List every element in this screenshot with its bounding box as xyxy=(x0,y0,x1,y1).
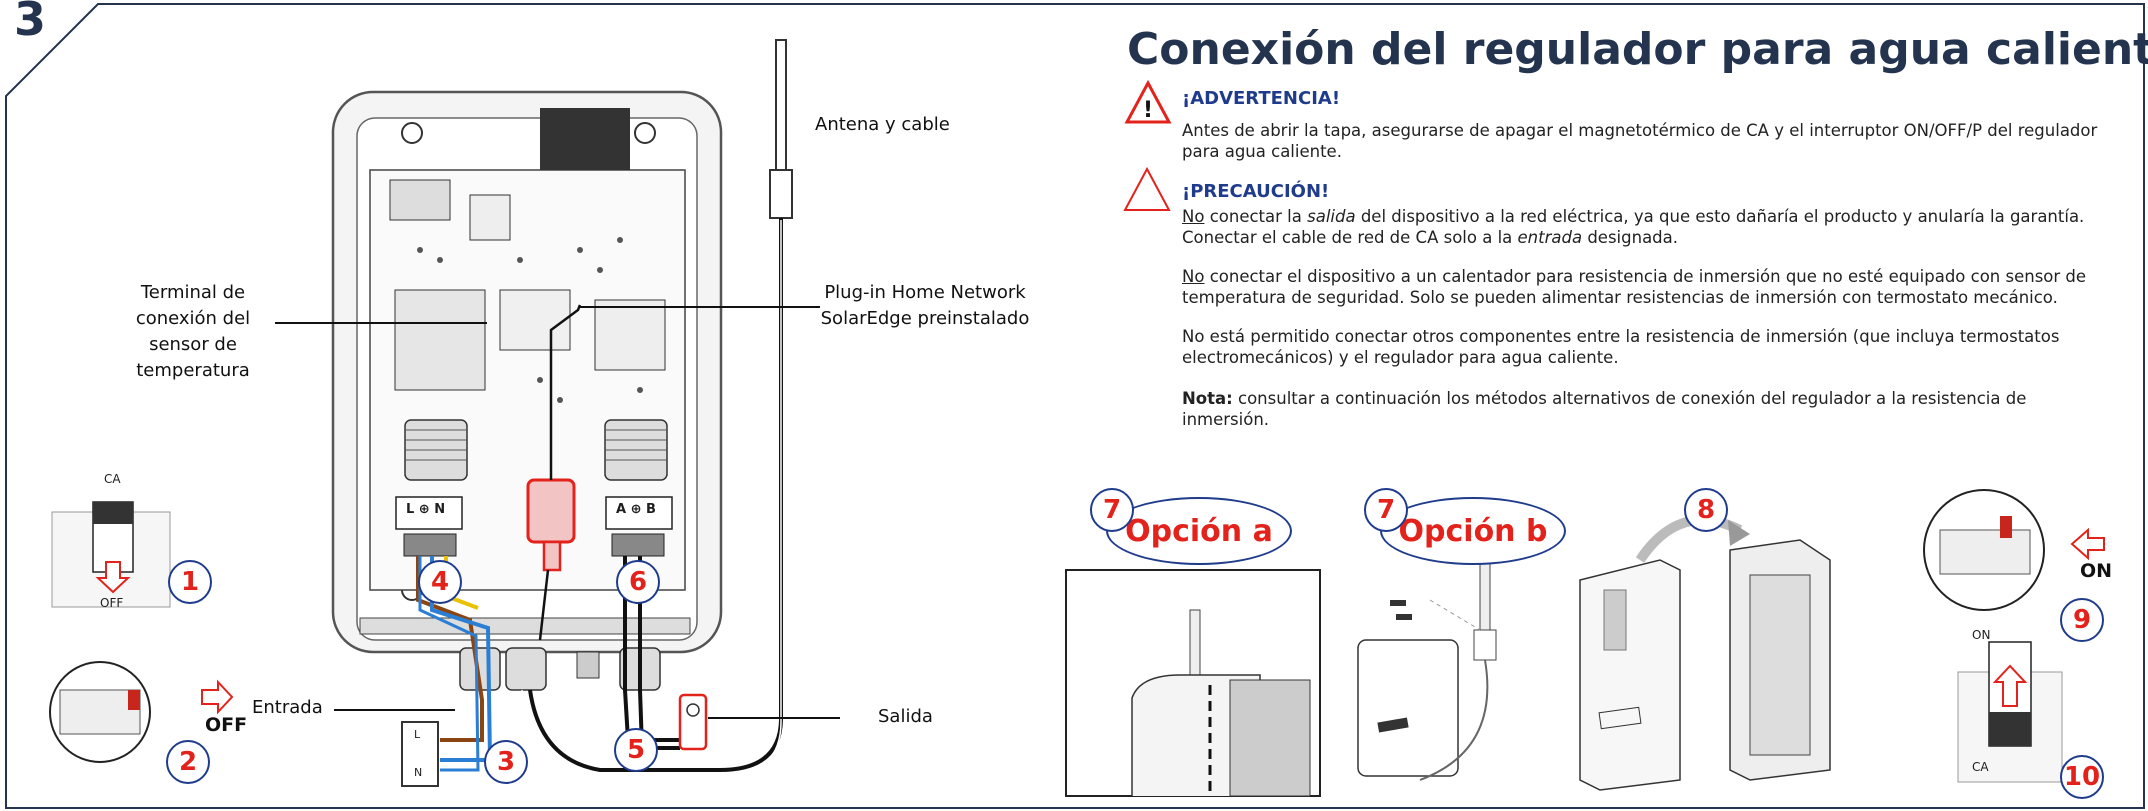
option-b-label: Opción b xyxy=(1380,497,1566,565)
caution-note: Nota: consultar a continuación los métod… xyxy=(1182,388,2102,431)
caution-p1-c: designada. xyxy=(1582,228,1679,248)
terminal-ab-label: A ⊕ B xyxy=(616,502,656,517)
page-title: Conexión del regulador para agua calient… xyxy=(1127,24,2148,75)
caution-p1-salida: salida xyxy=(1307,207,1356,226)
entrada-label: Entrada xyxy=(252,697,323,718)
terminal-ln-label: L ⊕ N xyxy=(406,502,446,517)
callout-10: 10 xyxy=(2060,755,2104,799)
callout-7a: 7 xyxy=(1090,488,1134,532)
caution-p1-no: No xyxy=(1182,207,1205,226)
caution-paragraph-3: No está permitido conectar otros compone… xyxy=(1182,327,2060,368)
warning-text: Antes de abrir la tapa, asegurarse de ap… xyxy=(1182,121,2098,162)
caution-heading: ¡PRECAUCIÓN! xyxy=(1182,181,1330,202)
salida-label: Salida xyxy=(878,706,933,727)
plug-l-label: L xyxy=(414,728,421,741)
caution-p1-entrada: entrada xyxy=(1517,228,1583,248)
caution-p2-text: conectar el dispositivo a un calentador … xyxy=(1182,267,2087,308)
antenna-label: Antena y cable xyxy=(815,114,950,135)
note-label: Nota: xyxy=(1182,389,1233,408)
breaker-ca-bottom-label: CA xyxy=(1972,760,1989,774)
sensor-label-line1: Terminal de xyxy=(140,282,246,303)
callout-6: 6 xyxy=(616,560,660,604)
callout-9: 9 xyxy=(2060,598,2104,642)
caution-p1-a: conectar la xyxy=(1204,207,1308,226)
on-step-label: ON xyxy=(2080,560,2113,582)
plug-n-label: N xyxy=(414,766,423,779)
sensor-label-line4: temperatura xyxy=(136,360,250,382)
sensor-label-line2: conexión del xyxy=(135,308,251,330)
caution-paragraph-2: No conectar el dispositivo a un calentad… xyxy=(1182,266,2102,309)
breaker-off-label: OFF xyxy=(100,596,124,610)
installation-steps-illustration xyxy=(1065,489,2105,797)
caution-icon xyxy=(1123,166,1171,211)
option-a-label: Opción a xyxy=(1106,497,1292,565)
caution-p2-no: No xyxy=(1182,267,1205,286)
callout-2: 2 xyxy=(166,740,210,784)
figure-number: 3 xyxy=(14,0,47,46)
plugin-label-line2: SolarEdge preinstalado xyxy=(820,308,1030,330)
warning-icon: ! xyxy=(1124,80,1172,124)
plugin-label-line1: Plug-in Home Network xyxy=(824,282,1026,303)
sensor-label-line3: sensor de xyxy=(149,334,237,356)
callout-4: 4 xyxy=(418,560,462,604)
sensor-terminal-label: Terminal de conexión del sensor de tempe… xyxy=(118,280,268,384)
off-step-label: OFF xyxy=(205,714,248,736)
callout-8: 8 xyxy=(1684,488,1728,532)
device-wiring-diagram xyxy=(49,39,840,787)
plugin-label: Plug-in Home Network SolarEdge preinstal… xyxy=(820,280,1030,332)
svg-text:!: ! xyxy=(1143,98,1153,123)
callout-7b: 7 xyxy=(1364,488,1408,532)
warning-heading: ¡ADVERTENCIA! xyxy=(1182,88,1341,109)
callout-5: 5 xyxy=(614,728,658,772)
breaker-ca-top-label: CA xyxy=(104,472,121,486)
callout-1: 1 xyxy=(168,560,212,604)
caution-paragraph-1: No conectar la salida del dispositivo a … xyxy=(1182,206,2102,249)
breaker-on-label: ON xyxy=(1972,628,1991,642)
note-text: consultar a continuación los métodos alt… xyxy=(1182,389,2027,430)
caution-p1-b: del dispositivo a la red eléctrica, ya q… xyxy=(1182,207,2085,248)
callout-3: 3 xyxy=(484,740,528,784)
